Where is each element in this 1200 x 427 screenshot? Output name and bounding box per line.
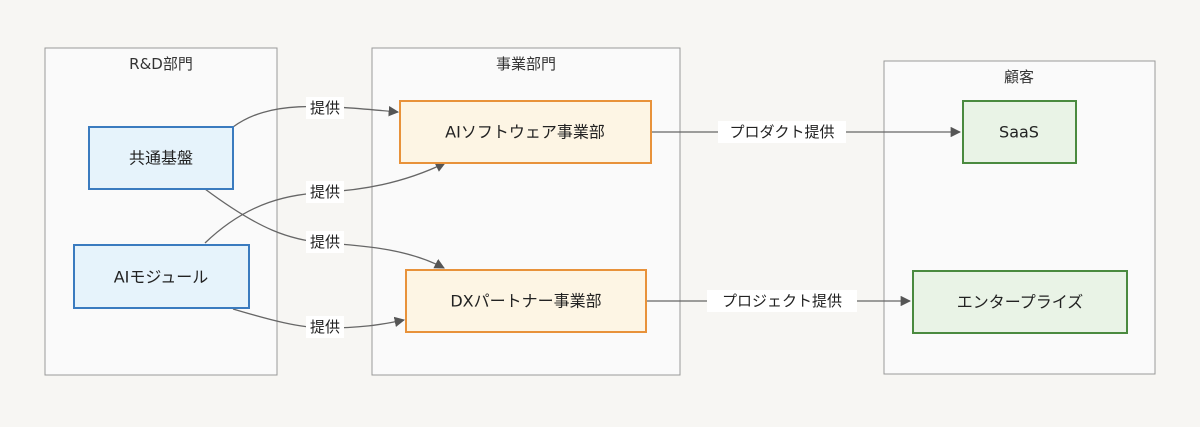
node-ai-module-label: AIモジュール — [114, 268, 209, 287]
edge-label-module-to-ai: 提供 — [306, 181, 344, 203]
edge-label-module-to-dx: 提供 — [306, 316, 344, 338]
node-saas-label: SaaS — [999, 123, 1039, 142]
node-enterprise[interactable]: エンタープライズ — [912, 270, 1128, 334]
node-dx-partner-division[interactable]: DXパートナー事業部 — [405, 269, 647, 333]
svg-text:提供: 提供 — [310, 99, 340, 117]
svg-text:プロダクト提供: プロダクト提供 — [729, 123, 834, 141]
node-enterprise-label: エンタープライズ — [957, 293, 1084, 312]
edge-label-ai-to-saas: プロダクト提供 — [718, 121, 846, 143]
node-ai-module[interactable]: AIモジュール — [73, 244, 250, 309]
edge-label-dx-to-enterprise: プロジェクト提供 — [707, 290, 857, 312]
group-rnd-title: R&D部門 — [129, 55, 193, 73]
svg-text:提供: 提供 — [310, 233, 340, 251]
group-business-title: 事業部門 — [496, 55, 556, 73]
svg-text:提供: 提供 — [310, 183, 340, 201]
edge-label-common-to-dx: 提供 — [306, 231, 344, 253]
edge-common-to-ai — [232, 105, 400, 128]
svg-text:プロジェクト提供: プロジェクト提供 — [722, 292, 842, 310]
node-ai-software-division-label: AIソフトウェア事業部 — [445, 123, 605, 142]
node-saas[interactable]: SaaS — [962, 100, 1077, 164]
node-common-platform-label: 共通基盤 — [129, 149, 193, 168]
node-ai-software-division[interactable]: AIソフトウェア事業部 — [399, 100, 652, 164]
node-dx-partner-division-label: DXパートナー事業部 — [450, 292, 601, 311]
group-customer-title: 顧客 — [1004, 68, 1034, 86]
edge-label-common-to-ai: 提供 — [306, 97, 344, 119]
group-rnd: R&D部門 — [44, 47, 278, 376]
svg-text:提供: 提供 — [310, 318, 340, 336]
node-common-platform[interactable]: 共通基盤 — [88, 126, 234, 190]
